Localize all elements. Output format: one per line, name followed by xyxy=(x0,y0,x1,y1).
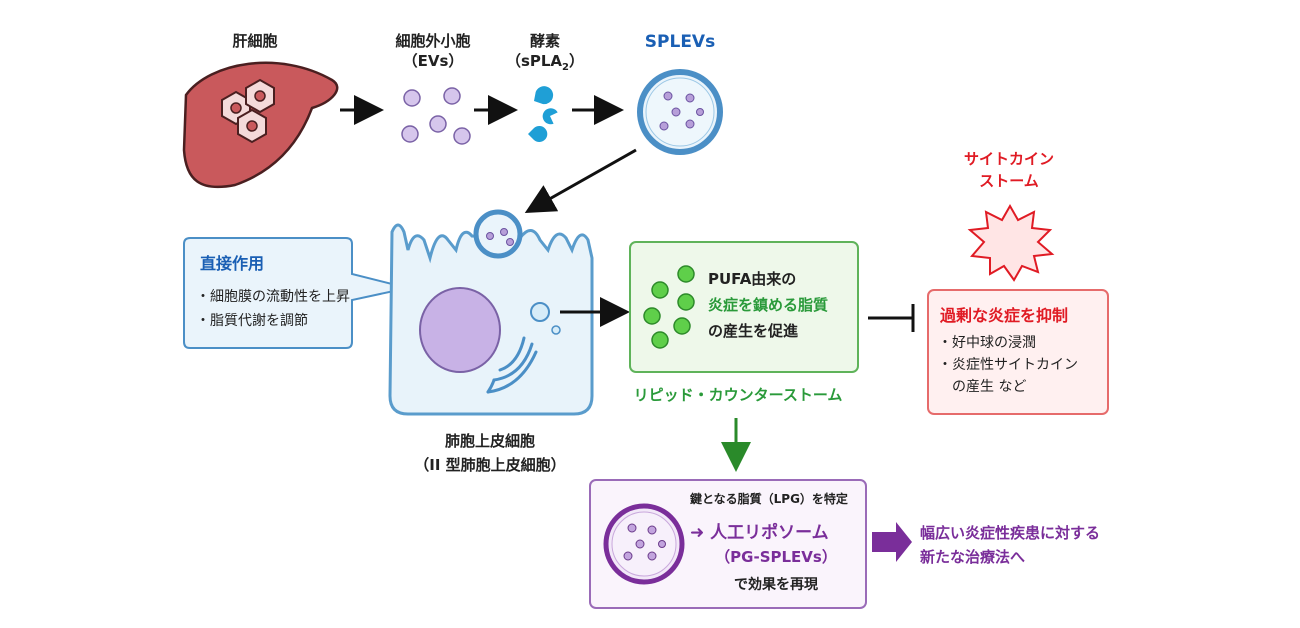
evs-label-line1: 細胞外小胞 xyxy=(395,32,471,50)
pufa-line3: の産生を促進 xyxy=(708,322,799,340)
cytokine-storm-line1: サイトカイン xyxy=(963,150,1054,168)
enzyme-label-line1: 酵素 xyxy=(529,32,560,50)
liver-label: 肝細胞 xyxy=(232,32,278,50)
liver-illustration xyxy=(182,61,339,189)
liposome-vesicle xyxy=(603,503,685,585)
enzyme-icons xyxy=(528,86,558,142)
direct-action-bubble xyxy=(183,237,409,349)
pufa-line1: PUFA由来の xyxy=(708,270,797,288)
suppress-item-3: の産生 など xyxy=(938,379,1027,395)
direct-action-item-2: ・脂質代謝を調節 xyxy=(196,313,308,329)
cell-label-line1: 肺胞上皮細胞 xyxy=(444,432,535,450)
liposome-arrow-icon: ➜ xyxy=(690,523,705,543)
cytokine-storm-line2: ストーム xyxy=(979,172,1039,190)
lipid-counter-storm-label: リピッド・カウンターストーム xyxy=(633,386,843,404)
arrow-to-therapy xyxy=(872,522,912,562)
cytokine-burst-icon xyxy=(967,203,1055,282)
liposome-title: 人工リポソーム xyxy=(710,523,829,543)
suppress-title: 過剰な炎症を抑制 xyxy=(940,306,1069,325)
liposome-title-row: ➜ 人工リポソーム xyxy=(690,518,829,543)
pufa-line2: 炎症を鎮める脂質 xyxy=(708,296,829,314)
lipid-dots xyxy=(643,265,695,349)
direct-action-item-1: ・細胞膜の流動性を上昇 xyxy=(196,289,350,305)
suppress-box xyxy=(927,289,1109,415)
enzyme-label-line2: （sPLA2） xyxy=(505,52,585,73)
alveolar-cell xyxy=(388,223,594,416)
evs-label-line2: （EVs） xyxy=(402,52,464,70)
cell-label-line2: （II 型肺胞上皮細胞） xyxy=(414,456,566,474)
suppress-item-1: ・好中球の浸潤 xyxy=(938,335,1036,351)
arrow-splevs-to-cell xyxy=(524,148,637,213)
suppress-item-2: ・炎症性サイトカイン xyxy=(938,357,1078,373)
evs-particles xyxy=(401,87,471,145)
liposome-subtitle: （PG-SPLEVs） xyxy=(715,548,837,566)
therapy-line2: 新たな治療法へ xyxy=(920,548,1026,566)
direct-action-title: 直接作用 xyxy=(200,254,265,273)
splevs-label: SPLEVs xyxy=(644,32,716,52)
therapy-line1: 幅広い炎症性疾患に対する xyxy=(920,524,1101,542)
splevs-on-cell xyxy=(473,209,523,259)
splevs-vesicle xyxy=(637,69,723,155)
liposome-bottom-text: で効果を再現 xyxy=(734,577,818,593)
liposome-top-text: 鍵となる脂質（LPG）を特定 xyxy=(690,492,848,506)
